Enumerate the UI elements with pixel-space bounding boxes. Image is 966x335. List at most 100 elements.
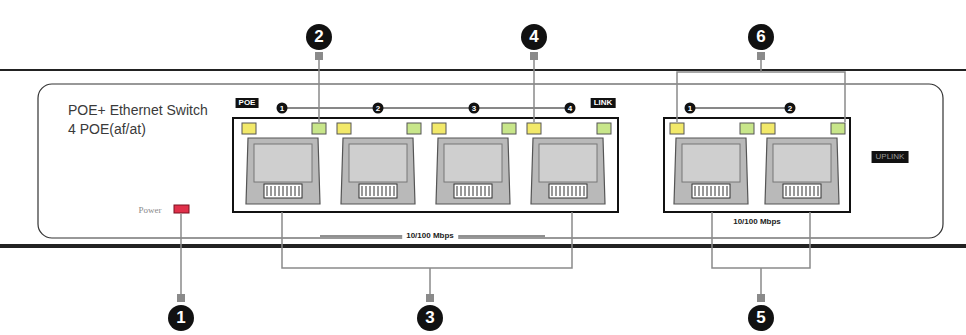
jack-pin: [794, 186, 795, 196]
jack-pin: [489, 186, 490, 196]
poe-port-group: [233, 118, 618, 212]
jack-pin: [275, 186, 276, 196]
jack-pin: [556, 186, 557, 196]
jack-pin: [818, 186, 819, 196]
power-led: [174, 205, 189, 213]
jack-pin: [374, 186, 375, 196]
jack-opening: [773, 144, 831, 182]
jack-body: [246, 138, 320, 204]
leader-end: [315, 52, 323, 60]
jack-opening: [444, 144, 502, 182]
leader-end: [757, 52, 765, 60]
leader-line: [180, 214, 182, 298]
jack-pin: [481, 186, 482, 196]
jack-pin: [790, 186, 791, 196]
jack-pin: [390, 186, 391, 196]
leader-line: [318, 56, 320, 122]
jack-pin: [806, 186, 807, 196]
leader-ends: [177, 52, 765, 302]
jack-pin: [366, 186, 367, 196]
jack-pin: [279, 186, 280, 196]
leader-end: [177, 294, 185, 302]
jack-pin: [378, 186, 379, 196]
jack-pin: [473, 186, 474, 196]
poe-led: [337, 123, 351, 134]
front-bezel: [38, 84, 943, 238]
leader-bracket: [282, 212, 572, 268]
jack-pin: [798, 186, 799, 196]
jack-pin: [572, 186, 573, 196]
poe-tag: POE: [236, 98, 259, 108]
jack-pin: [394, 186, 395, 196]
jack-pin: [719, 186, 720, 196]
callout-number: 1: [168, 305, 194, 331]
port-number: 4: [565, 103, 576, 114]
jack-pin: [295, 186, 296, 196]
jack-pin: [707, 186, 708, 196]
jack-pin: [580, 186, 581, 196]
jack-pin: [299, 186, 300, 196]
jack-opening: [682, 144, 740, 182]
ports: [242, 123, 845, 204]
jack-pin: [485, 186, 486, 196]
port-number: 3: [469, 103, 480, 114]
jack-pin: [477, 186, 478, 196]
jack-pin: [386, 186, 387, 196]
jack-clip: [359, 184, 397, 198]
rj45-port: [527, 123, 611, 204]
port-number-rail: [282, 108, 570, 109]
jack-clip: [454, 184, 492, 198]
jack-pin: [271, 186, 272, 196]
jack-clip: [549, 184, 587, 198]
link-led: [502, 123, 516, 134]
callout-number: 5: [748, 305, 774, 331]
leader-bracket: [712, 212, 810, 268]
leader-line: [760, 268, 762, 298]
jack-pin: [786, 186, 787, 196]
leader-line: [533, 56, 535, 122]
jack-pin: [291, 186, 292, 196]
jack-body: [341, 138, 415, 204]
jack-pin: [461, 186, 462, 196]
speed-label: 10/100 Mbps: [729, 218, 785, 226]
jack-opening: [254, 144, 312, 182]
link-led: [831, 123, 845, 134]
jack-pin: [814, 186, 815, 196]
jack-body: [531, 138, 605, 204]
jack-pin: [465, 186, 466, 196]
poe-led: [670, 123, 684, 134]
callout-number: 4: [521, 24, 547, 50]
jack-pin: [560, 186, 561, 196]
callout-number: 2: [306, 24, 332, 50]
port-number: 2: [785, 103, 796, 114]
jack-pin: [584, 186, 585, 196]
jack-pin: [552, 186, 553, 196]
jack-pin: [802, 186, 803, 196]
rj45-port: [242, 123, 326, 204]
jack-pin: [287, 186, 288, 196]
jack-pin: [382, 186, 383, 196]
jack-pin: [727, 186, 728, 196]
jack-clip: [692, 184, 730, 198]
jack-body: [674, 138, 748, 204]
jack-pin: [568, 186, 569, 196]
housing: [0, 70, 966, 246]
jack-pin: [711, 186, 712, 196]
jack-pin: [703, 186, 704, 196]
speed-label: 10/100 Mbps: [402, 232, 458, 240]
leader-line: [429, 268, 431, 298]
jack-pin: [810, 186, 811, 196]
jack-pin: [267, 186, 268, 196]
poe-led: [761, 123, 775, 134]
poe-led: [432, 123, 446, 134]
jack-pin: [469, 186, 470, 196]
jack-clip: [264, 184, 302, 198]
port-number: 1: [277, 103, 288, 114]
link-led: [312, 123, 326, 134]
housing-base: [0, 244, 966, 248]
callout-number: 6: [748, 24, 774, 50]
jack-opening: [539, 144, 597, 182]
callout-number: 3: [417, 305, 443, 331]
